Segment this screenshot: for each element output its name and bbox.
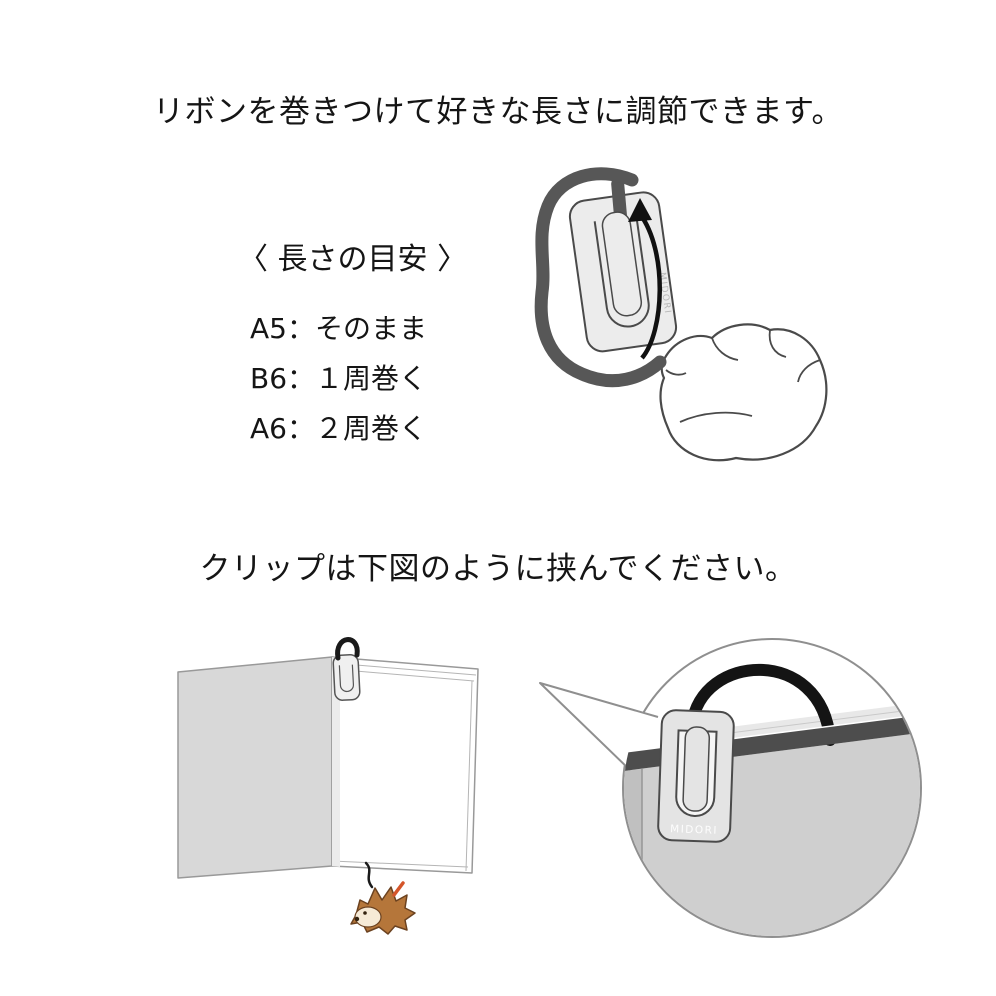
ribbon-adjust-heading: リボンを巻きつけて好きな長さに調節できます。 [153, 94, 843, 130]
length-guide-item-a6: A6：２周巻く [250, 412, 427, 445]
arrowhead [628, 198, 652, 222]
length-guide-item-a5: A5：そのまま [250, 312, 427, 345]
clip-brand-label: MIDORI [670, 823, 718, 837]
ribbon-loop-on-clip [335, 637, 360, 661]
open-book-illustration [177, 637, 479, 935]
closeup-magnifier-illustration: MIDORI [539, 638, 922, 938]
ribbon-loop [534, 167, 667, 388]
clip-attach-heading: クリップは下図のように挟んでください。 [199, 551, 797, 587]
book-left-cover [177, 656, 333, 879]
hedgehog-eye [363, 911, 367, 915]
page-bottom-line [331, 860, 469, 868]
ribbon-loop-closeup [686, 663, 836, 746]
cover-spine-strip [624, 769, 642, 936]
hedgehog-charm [350, 881, 416, 935]
bookmark-clip: MIDORI [568, 177, 678, 353]
clip-u-slit-small [338, 664, 355, 693]
open-book [177, 656, 479, 879]
spine-shading [332, 657, 340, 867]
hand-illustration [659, 323, 828, 462]
clip-on-book [332, 654, 361, 701]
hedgehog-nose [354, 916, 360, 922]
length-guide: 〈 長さの目安 〉 A5：そのまま B6：１周巻く A6：２周巻く [238, 234, 467, 454]
clip-tongue-closeup [682, 726, 711, 812]
clip-closeup: MIDORI [657, 709, 735, 843]
clip-u-slit [593, 215, 650, 328]
clip-tongue [601, 211, 643, 317]
length-guide-item-b6: B6：１周巻く [250, 362, 428, 395]
ribbon-wrap-illustration: MIDORI [534, 167, 828, 462]
ribbon-tail [364, 861, 374, 889]
page-edge-line [465, 680, 473, 872]
callout-tail [539, 682, 663, 802]
clip-plate-small [332, 654, 361, 701]
hedgehog-face [354, 906, 382, 928]
length-guide-title: 〈 長さの目安 〉 [238, 242, 468, 277]
charm-accent [392, 881, 405, 897]
wrap-direction-arrow [628, 198, 662, 360]
